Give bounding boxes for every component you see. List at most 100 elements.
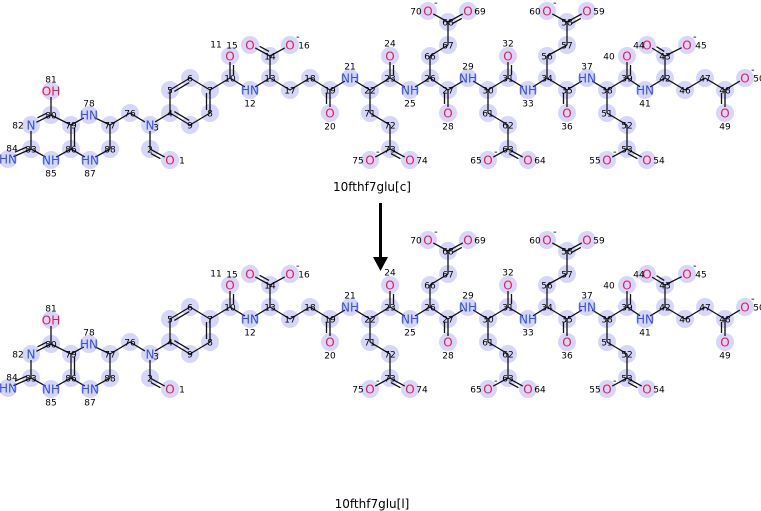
element-label: O (245, 39, 254, 53)
double-bond (562, 319, 568, 336)
atom-number: 1 (179, 386, 185, 396)
atom-highlight (459, 298, 477, 316)
atom-58: 58 (561, 19, 573, 29)
atom-number: 45 (695, 42, 706, 52)
atom-highlight (736, 69, 754, 87)
single-bond (269, 47, 286, 57)
atom-number: 35 (561, 87, 572, 97)
single-bond (447, 309, 464, 320)
atom-highlight (578, 231, 596, 249)
atom-highlight (361, 380, 379, 398)
atom-highlight (381, 276, 399, 294)
single-bond (50, 114, 72, 126)
atom-36: O36 (561, 107, 573, 133)
charge-label: - (434, 0, 438, 9)
charge-label: - (434, 227, 438, 238)
single-bond (189, 341, 211, 355)
double-bond (254, 274, 271, 286)
atom-15: O15 (226, 268, 254, 282)
single-bond (532, 306, 548, 317)
atom-8: 8 (207, 110, 213, 120)
atom-53: 53 (621, 146, 632, 156)
atom-number: 42 (659, 75, 670, 85)
single-bond (487, 306, 509, 320)
element-label: HN (636, 84, 654, 98)
single-bond (369, 77, 391, 91)
single-bond (472, 80, 489, 91)
atom-highlight (241, 81, 259, 99)
atom-highlight (618, 47, 636, 65)
atom-number: 64 (534, 157, 546, 167)
single-bond (389, 306, 406, 317)
single-bond (432, 13, 449, 23)
double-bond (13, 146, 32, 158)
atom-number: 13 (264, 304, 275, 314)
atom-highlight (281, 36, 299, 54)
single-bond (289, 77, 311, 91)
atom-46: 46 (679, 316, 691, 326)
double-bond (651, 275, 666, 286)
atom-86: 86 (65, 146, 77, 156)
element-label: O (542, 5, 551, 19)
double-bond (626, 62, 632, 78)
atom-number: 75 (352, 157, 363, 167)
atom-32: O32 (502, 40, 513, 64)
element-label: O (443, 107, 452, 121)
atom-17: 17 (284, 316, 295, 326)
atom-14: 14 (264, 282, 276, 292)
atom-highlight (401, 81, 419, 99)
atom-number: 72 (384, 351, 395, 361)
atom-number: 31 (502, 304, 513, 314)
single-bond (154, 341, 171, 352)
atom-number: 16 (298, 271, 310, 281)
element-label: N (146, 119, 155, 133)
element-label: HN (81, 154, 99, 168)
element-label: O (285, 268, 294, 282)
double-bond (229, 62, 235, 78)
single-bond (369, 112, 391, 126)
atom-highlight (538, 231, 556, 249)
double-bond (13, 375, 32, 387)
atom-31: 31 (502, 75, 513, 85)
atom-72: 72 (384, 351, 395, 361)
atom-60: O60- (529, 0, 557, 19)
atom-number: 83 (25, 375, 36, 385)
element-label: O (642, 268, 651, 282)
double-bond (205, 90, 211, 113)
atom-35: 35 (561, 87, 572, 97)
atom-number: 38 (601, 316, 613, 326)
atom-2: 2 (147, 375, 153, 385)
atom-10: 10 (224, 75, 236, 85)
atom-number: 2 (147, 375, 153, 385)
atom-57: 57 (561, 271, 572, 281)
double-bond (169, 77, 191, 93)
double-bond (389, 291, 395, 307)
atom-11: O11 (210, 41, 234, 64)
single-bond (30, 377, 47, 387)
atom-number: 83 (25, 146, 36, 156)
atom-68: 68 (442, 248, 454, 258)
single-bond (269, 77, 291, 91)
single-bond (189, 112, 211, 126)
single-bond (546, 306, 568, 320)
atom-number: 84 (6, 374, 18, 384)
atom-32: O32 (502, 269, 513, 293)
atom-highlight (241, 310, 259, 328)
atom-highlight (81, 151, 99, 169)
atom-number: 18 (304, 75, 316, 85)
element-label: O (483, 154, 492, 168)
double-bond (507, 291, 513, 307)
atom-43: 43 (659, 53, 670, 63)
atom-number: 53 (621, 146, 632, 156)
atom-number: 38 (601, 87, 613, 97)
single-bond (129, 112, 146, 123)
atom-82: N82 (12, 119, 35, 133)
single-bond (254, 306, 271, 317)
atom-number: 40 (603, 53, 615, 63)
single-bond (129, 341, 146, 352)
atom-number: 55 (589, 386, 600, 396)
charge-label: - (553, 227, 557, 238)
